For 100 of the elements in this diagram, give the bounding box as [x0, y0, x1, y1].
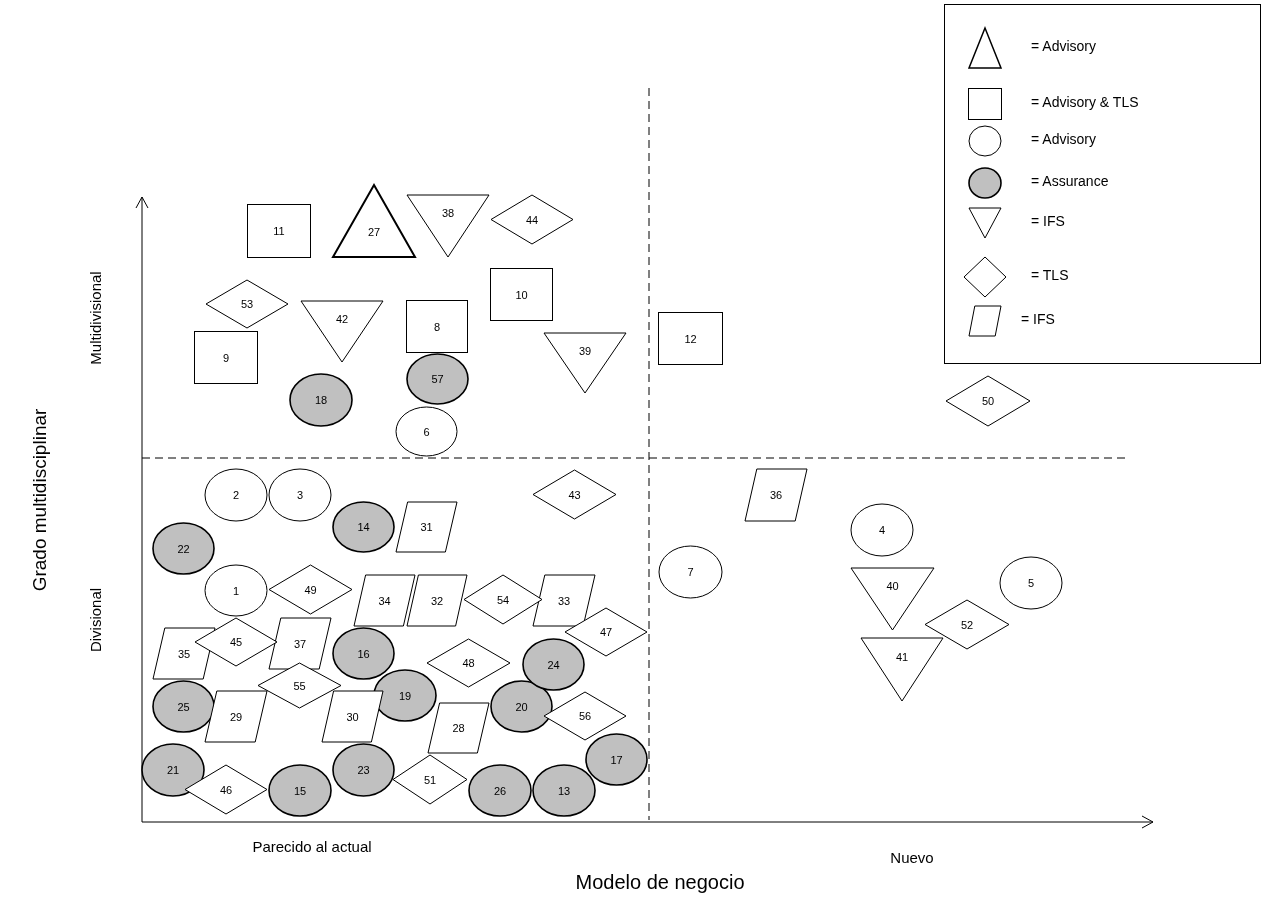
marker-number: 37 [293, 637, 307, 650]
marker-number: 41 [895, 650, 909, 663]
diamond-marker [268, 564, 353, 615]
marker-number: 15 [293, 784, 307, 797]
marker-number: 4 [878, 524, 886, 536]
legend-text: = Assurance [1031, 173, 1109, 189]
marker-number: 7 [687, 566, 694, 578]
diamond-marker [194, 617, 278, 667]
marker-number: 38 [441, 207, 455, 220]
parallelogram-marker [744, 468, 808, 522]
axis-label: Parecido al actual [252, 837, 372, 855]
ellipse-marker [332, 501, 395, 553]
marker-number: 6 [423, 425, 430, 438]
diamond-marker [945, 375, 1031, 427]
axis-label: Grado multidisciplinar [29, 408, 51, 592]
ellipse-marker [585, 733, 648, 786]
axis-label: Multidivisional [86, 271, 104, 365]
square-marker [406, 300, 468, 353]
marker-number: 28 [452, 722, 465, 734]
marker-number: 23 [357, 764, 370, 776]
marker-number: 44 [525, 213, 539, 226]
ellipse-marker [332, 743, 395, 797]
parallelogram-marker [532, 574, 596, 627]
marker-number: 32 [430, 594, 444, 607]
parallelogram-marker [406, 574, 468, 627]
diamond-marker [543, 691, 627, 741]
marker-number: 49 [304, 583, 317, 596]
ellipse-marker [204, 564, 268, 617]
square-marker [490, 268, 553, 321]
legend-text: = TLS [1031, 267, 1069, 283]
parallelogram-marker [152, 627, 216, 680]
parallelogram-marker [204, 690, 268, 743]
marker-number: 53 [240, 298, 254, 310]
parallelogram-marker [353, 574, 416, 627]
inverted-triangle-marker [850, 567, 935, 631]
inverted-triangle-marker [300, 300, 384, 363]
ellipse-marker [141, 743, 205, 797]
diamond-marker [463, 574, 543, 625]
marker-number: 19 [398, 689, 412, 702]
marker-number: 52 [960, 618, 974, 631]
inverted-triangle-marker [406, 194, 490, 258]
ellipse-marker [468, 764, 532, 817]
marker-number: 2 [232, 489, 240, 501]
marker-number: 22 [177, 542, 190, 555]
triangle-marker [332, 184, 416, 258]
square-marker [247, 204, 311, 258]
diamond-marker [532, 469, 617, 520]
marker-number: 17 [610, 753, 623, 766]
legend-text: = Advisory [1031, 38, 1096, 54]
ellipse-marker [406, 353, 469, 405]
marker-number: 33 [557, 594, 571, 607]
marker-number: 54 [496, 593, 510, 606]
marker-number: 48 [462, 657, 475, 669]
parallelogram-marker [427, 702, 490, 754]
ellipse-marker [522, 638, 585, 691]
marker-number: 29 [229, 710, 243, 723]
marker-number: 26 [493, 784, 507, 797]
ellipse-marker [289, 373, 353, 427]
parallelogram-marker [268, 617, 332, 670]
marker-number: 50 [981, 395, 995, 407]
diamond-marker [392, 754, 468, 805]
marker-number: 31 [420, 521, 433, 533]
diamond-marker [426, 638, 511, 688]
ellipse-marker [395, 406, 458, 457]
marker-number: 8 [433, 320, 441, 333]
ellipse-marker [268, 468, 332, 522]
ellipse-marker [532, 764, 596, 817]
marker-number: 21 [166, 764, 180, 776]
ellipse-marker [152, 680, 215, 733]
marker-number: 24 [547, 658, 560, 671]
marker-number: 25 [177, 700, 190, 713]
marker-number: 39 [578, 344, 592, 357]
marker-number: 55 [293, 679, 306, 692]
diamond-marker [184, 764, 268, 815]
ellipse-marker [268, 764, 332, 817]
marker-number: 35 [177, 647, 191, 660]
diamond-marker [205, 279, 289, 329]
ellipse-marker [204, 468, 268, 522]
marker-number: 13 [557, 784, 571, 797]
legend-text: = IFS [1021, 311, 1055, 327]
legend-text: = Advisory & TLS [1031, 94, 1139, 110]
diamond-marker [257, 662, 342, 709]
marker-number: 9 [222, 351, 230, 364]
marker-number: 10 [515, 288, 528, 301]
marker-number: 18 [314, 394, 328, 406]
ellipse-marker [152, 522, 215, 575]
axis-label: Modelo de negocio [575, 870, 745, 894]
marker-number: 20 [515, 700, 528, 713]
inverted-triangle-marker [543, 332, 627, 394]
marker-number: 12 [684, 332, 697, 345]
marker-number: 1 [232, 584, 240, 597]
axis-label: Nuevo [890, 848, 934, 866]
marker-number: 5 [1027, 577, 1035, 589]
diamond-marker [490, 194, 574, 245]
inverted-triangle-marker [860, 637, 944, 702]
marker-number: 34 [378, 594, 391, 607]
marker-number: 36 [769, 489, 783, 501]
marker-number: 14 [357, 521, 370, 533]
parallelogram-marker [321, 690, 384, 743]
marker-number: 47 [599, 626, 613, 638]
